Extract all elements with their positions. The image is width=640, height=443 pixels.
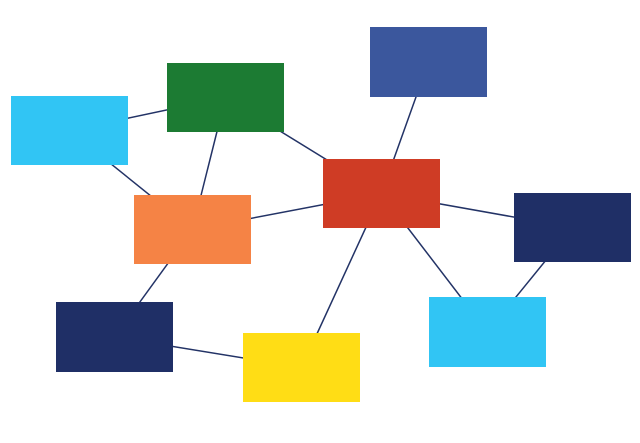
node-orange <box>134 195 251 264</box>
node-red-center <box>323 159 440 228</box>
node-green <box>167 63 284 132</box>
node-sky-blue-right <box>429 297 546 367</box>
node-navy-left <box>56 302 173 372</box>
node-slate-blue <box>370 27 487 97</box>
node-yellow <box>243 333 360 402</box>
node-sky-blue-left <box>11 96 128 165</box>
node-navy-right <box>514 193 631 262</box>
